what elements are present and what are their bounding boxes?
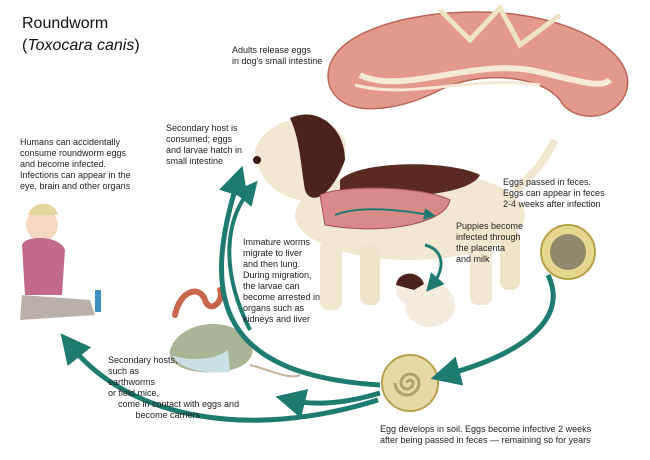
label-puppies: Puppies become infected through the plac…: [456, 221, 524, 264]
child-illustration: [20, 203, 101, 320]
mouse-illustration: [169, 287, 301, 378]
diagram-title: Roundworm: [22, 15, 109, 32]
label-eggs-passed: Eggs passed in feces. Eggs can appear in…: [503, 177, 605, 209]
label-immature-worms: Immature worms migrate to liver and then…: [243, 237, 321, 324]
label-secondary-hosts: Secondary hosts, such as earthworms or f…: [108, 355, 178, 398]
label-egg-soil: Egg develops in soil. Eggs become infect…: [380, 424, 592, 445]
dog-illustration: [253, 114, 559, 310]
label-adults: Adults release eggs in dog's small intes…: [232, 45, 323, 66]
egg-feces-illustration: [540, 224, 596, 280]
label-secondary-consumed: Secondary host is consumed; eggs and lar…: [166, 123, 243, 166]
egg-soil-illustration: [381, 354, 439, 412]
paren-close: ): [134, 37, 140, 54]
intestine-illustration: [327, 3, 629, 117]
puppy-illustration: [396, 273, 455, 327]
lifecycle-arrows: [60, 165, 556, 423]
label-humans: Humans can accidentally consume roundwor…: [20, 137, 131, 191]
label-secondary-hosts-cont: come in contact with eggs and become car…: [118, 399, 240, 420]
species-name: Toxocara canis: [27, 37, 135, 54]
puppy-arrow: [424, 243, 445, 292]
paren-open: (: [22, 37, 28, 54]
diagram-subtitle: (Toxocara canis): [22, 36, 140, 56]
